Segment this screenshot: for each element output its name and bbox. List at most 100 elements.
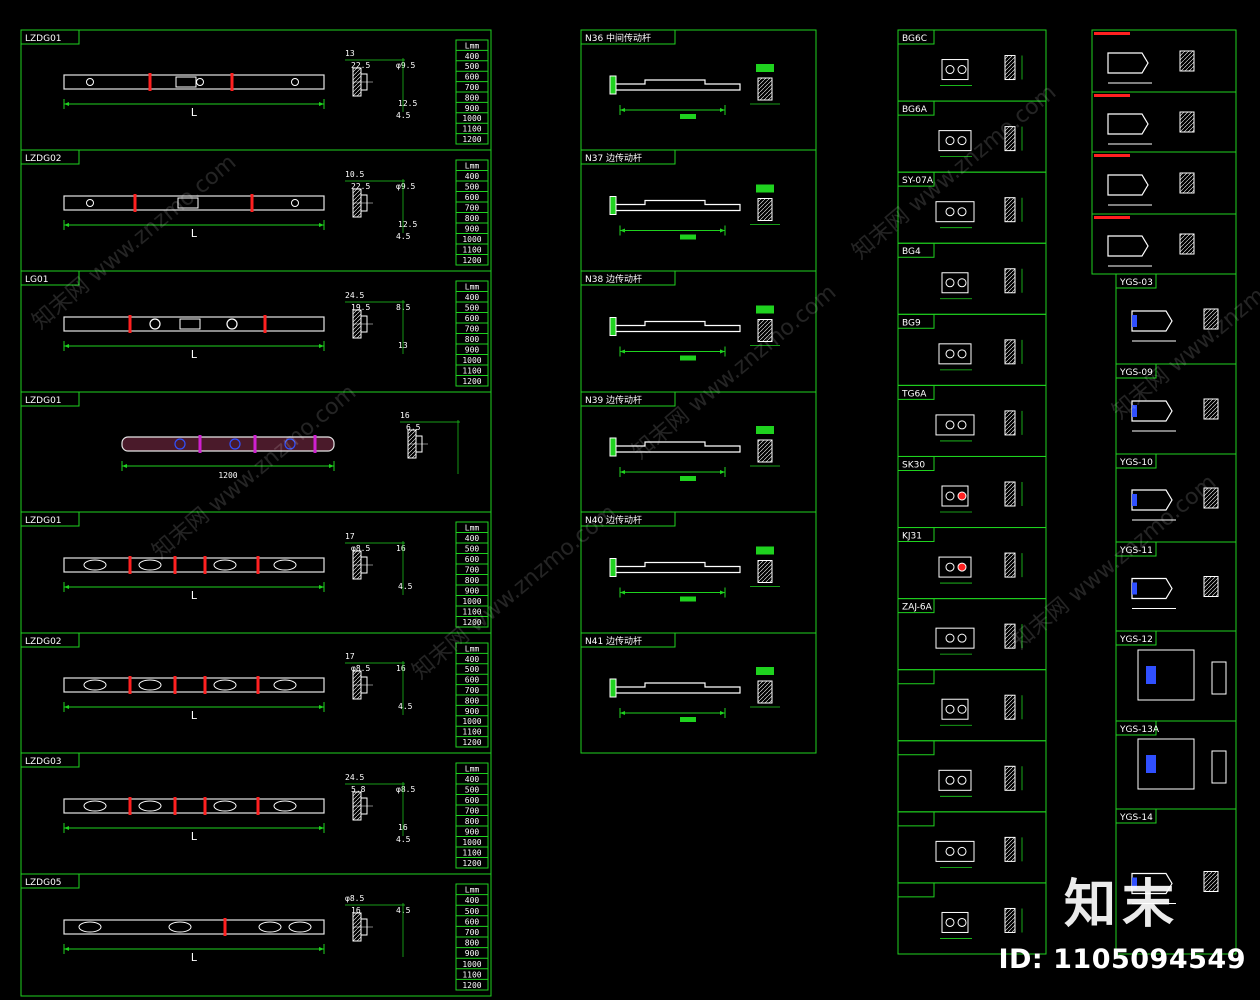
bar-panel-7-length-label: L — [191, 830, 198, 843]
bar-panel-2-dim-text: φ9.5 — [396, 182, 415, 191]
bar-panel-6-oval-hole — [273, 679, 297, 691]
hardware-panel-5-tab-line — [898, 314, 935, 329]
rod-panel-3-label: N38 边传动杆 — [585, 273, 642, 285]
handle-panel-3-side-view — [1179, 172, 1195, 194]
bar-panel-5-dim-text: φ8.5 — [351, 544, 370, 553]
bar-panel-2-profile — [352, 188, 373, 218]
bar-panel-3-length-table-value: 700 — [465, 325, 480, 334]
bar-panel-2-length-table-value: 600 — [465, 193, 480, 202]
bar-panel-8-label: LZDG05 — [25, 878, 62, 888]
rod-panel-5-end-view — [757, 560, 773, 583]
handle-panel-4-frame — [1091, 213, 1237, 275]
hardware-panel-13-frame — [897, 882, 1047, 955]
bar-panel-3-length-table-header: Lmm — [465, 283, 480, 292]
hardware-panel-10-screw-hole — [945, 704, 955, 714]
bar-panel-1-dim-text: 12.5 — [398, 99, 417, 108]
bar-panel-4-cut-mark — [313, 435, 317, 453]
rod-panel-2-dim-tag — [680, 234, 696, 240]
bar-panel-6-oval-hole — [213, 679, 237, 691]
hardware-panel-1-screw-hole — [957, 65, 967, 75]
diagonal-watermark-text: 知末网 www.znzmo.com — [628, 280, 841, 465]
rod-panel-6-dim-tag — [680, 717, 696, 722]
rod-panel-1-rod-body — [614, 79, 741, 91]
rod-panel-6-frame — [580, 632, 817, 754]
handle-panel-4-side-view — [1179, 233, 1195, 255]
bar-panel-7-dim-text: 5.8 — [351, 785, 366, 794]
rod-panel-3-end-tag — [756, 305, 774, 314]
bar-panel-3-dim-text: 24.5 — [345, 291, 364, 300]
bar-panel-3-tab-line — [21, 271, 80, 286]
bar-panel-2-length-table-value: 700 — [465, 204, 480, 213]
bar-panel-7-oval-hole — [213, 800, 237, 812]
rod-panel-2: N37 边传动杆 — [580, 149, 817, 272]
hardware-panel-13-side-view — [1004, 907, 1016, 933]
handle-panel-10-plate — [1137, 738, 1195, 790]
bar-panel-1-dim-text: 13 — [345, 49, 355, 58]
bar-panel-5-length-table-value: 1200 — [462, 618, 481, 627]
hardware-panel-6-tab-line — [898, 385, 935, 400]
rod-panel-5-rod-end — [609, 558, 617, 577]
bar-panel-6-dim-text: φ8.5 — [351, 664, 370, 673]
rod-panel-1-dim-tag — [680, 114, 696, 119]
rod-panel-6-end-tag — [756, 667, 774, 675]
bar-panel-1-length-table-value: 1100 — [462, 125, 481, 134]
rod-panel-4-rod-end — [609, 437, 617, 457]
hardware-panel-3-screw-hole — [957, 207, 967, 217]
hardware-panel-5: BG9 — [897, 313, 1047, 386]
hardware-panel-13-screw-hole — [945, 917, 955, 927]
bar-panel-5-cut-mark — [256, 556, 260, 574]
watermark-id: ID: 1105094549 — [998, 944, 1246, 975]
bar-panel-5-length-table-value: 500 — [465, 545, 480, 554]
hardware-panel-3-label: SY-07A — [902, 176, 934, 186]
rod-panel-5-label: N40 边传动杆 — [585, 514, 642, 526]
handle-panel-2 — [1091, 91, 1237, 153]
bar-panel-2-slot — [177, 197, 199, 209]
rod-panel-6-tab-line — [581, 633, 676, 648]
handle-panel-1 — [1091, 29, 1237, 93]
bar-panel-4-round-hole — [174, 438, 186, 450]
handle-panel-9-side-view — [1211, 661, 1227, 695]
bar-panel-1-cut-mark — [230, 73, 234, 91]
rod-panel-4: N39 边传动杆 — [580, 391, 817, 513]
hardware-panel-2-side-view — [1004, 126, 1016, 152]
hardware-panel-5-side-view — [1004, 339, 1016, 365]
hardware-panel-3-tab-line — [898, 172, 935, 187]
bar-panel-8-frame — [20, 873, 492, 997]
bar-panel-4-cut-mark — [253, 435, 257, 453]
handle-panel-9-tab-line — [1116, 631, 1157, 646]
bar-panel-6-label: LZDG02 — [25, 637, 62, 647]
bar-panel-1-length-table-value: 700 — [465, 83, 480, 92]
rod-panel-2-rod-body — [614, 199, 741, 212]
bar-panel-1-length-table-header: Lmm — [465, 41, 480, 50]
bar-panel-5-cut-mark — [203, 556, 207, 574]
hardware-panel-5-screw-hole — [945, 349, 955, 359]
hardware-panel-5-screw-hole — [957, 349, 967, 359]
handle-panel-6: YGS-09 — [1115, 363, 1237, 455]
bar-panel-7-dim-text: φ8.5 — [396, 785, 415, 794]
hardware-panel-10-front-view — [941, 698, 969, 720]
bar-panel-3-strip — [63, 316, 325, 332]
bar-panel-7-oval-hole — [83, 800, 107, 812]
hardware-panel-9-side-view — [1004, 623, 1016, 649]
column-handle-parts: YGS-03YGS-09YGS-10YGS-11YGS-12YGS-13AYGS… — [1091, 29, 1237, 955]
bar-panel-8-length-table-value: 1000 — [462, 960, 481, 969]
bar-panel-6-tab-line — [21, 633, 80, 648]
handle-panel-8: YGS-11 — [1115, 541, 1237, 632]
handle-panel-11-blue-insert — [1132, 877, 1137, 890]
handle-panel-8-blue-insert — [1132, 582, 1137, 595]
bar-panel-2-length-table-value: 1000 — [462, 235, 481, 244]
bar-panel-5-length-table-value: 900 — [465, 587, 480, 596]
diagonal-watermark-text: 知末网 www.znzmo.com — [1108, 240, 1260, 425]
bar-panel-4-dim-text: 16 — [400, 411, 410, 420]
bar-panel-2-length-table-value: 800 — [465, 214, 480, 223]
bar-panel-5-oval-hole — [83, 559, 107, 571]
rod-panel-4-end-view — [757, 439, 773, 463]
hardware-panel-7-side-view — [1004, 481, 1016, 507]
bar-panel-1-length-label: L — [191, 106, 198, 119]
bar-panel-1-dim-text: 22.5 — [351, 61, 370, 70]
bar-panel-2-strip — [63, 195, 325, 211]
bar-panel-6-strip — [63, 677, 325, 693]
hardware-panel-3-front-view — [935, 201, 975, 223]
